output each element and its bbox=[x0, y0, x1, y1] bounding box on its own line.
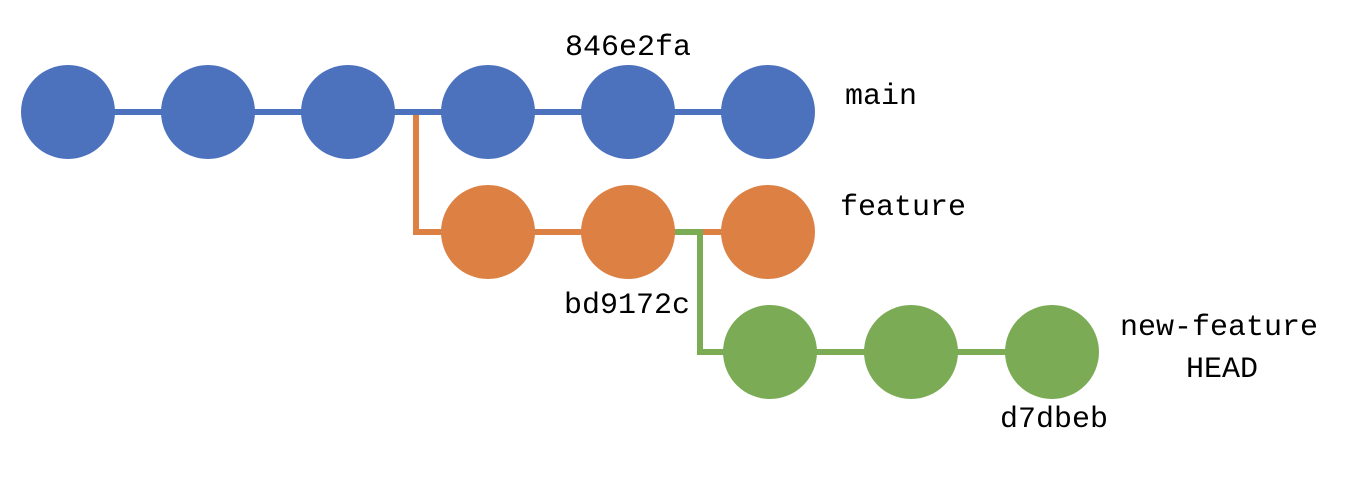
commit-node-new-feature-3 bbox=[1005, 305, 1099, 399]
commit-node-new-feature-1 bbox=[723, 305, 817, 399]
commit-node-feature-3 bbox=[721, 185, 815, 279]
commit-node-main-5 bbox=[581, 65, 675, 159]
commit-hash-label-bd9172c: bd9172c bbox=[564, 289, 690, 323]
head-ref-label: HEAD bbox=[1186, 353, 1258, 387]
commit-node-feature-1 bbox=[441, 185, 535, 279]
branch-label-main: main bbox=[845, 80, 917, 114]
commit-node-main-2 bbox=[161, 65, 255, 159]
commit-node-main-1 bbox=[21, 65, 115, 159]
commit-node-new-feature-2 bbox=[864, 305, 958, 399]
commit-hash-label-d7dbeb: d7dbeb bbox=[1000, 403, 1108, 437]
branch-label-new-feature: new-feature bbox=[1120, 311, 1318, 345]
branch-label-feature: feature bbox=[840, 191, 966, 225]
commit-node-main-4 bbox=[441, 65, 535, 159]
commit-node-feature-2 bbox=[581, 185, 675, 279]
commit-node-main-6 bbox=[721, 65, 815, 159]
commit-node-main-3 bbox=[301, 65, 395, 159]
commit-hash-label-846e2fa: 846e2fa bbox=[565, 31, 691, 65]
